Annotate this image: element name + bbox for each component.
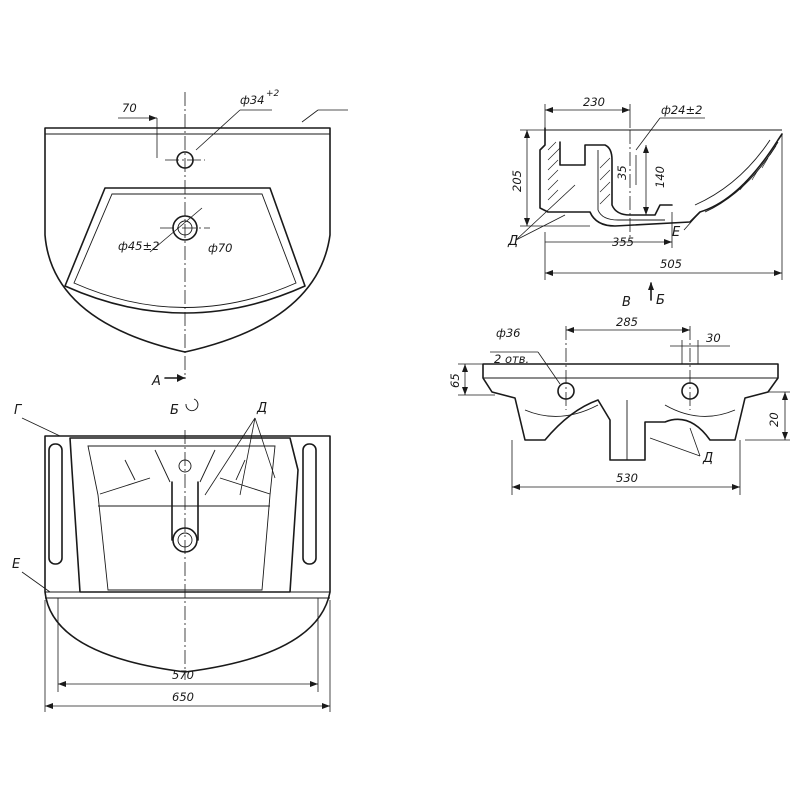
label-d-section: Д: [507, 234, 518, 249]
dim-530-label: 530: [616, 471, 638, 485]
dim-drain-leader: [149, 207, 203, 253]
front-view-bowl-outer: [64, 187, 306, 314]
section-outer-profile: [539, 127, 783, 227]
top-view-bowl-inner: [87, 445, 276, 591]
dim-570-label: 570: [172, 668, 194, 682]
label-d-rear-leader-2: [689, 427, 701, 457]
rear-view: В Б ф36 2 отв. 285 30 65: [448, 282, 790, 495]
section-bowl-curve: [694, 139, 779, 213]
view-v-marker: В: [622, 295, 631, 310]
label-d-section-leader-2: [515, 214, 566, 241]
view-a-arrowhead: [177, 374, 185, 382]
left-slot: [48, 443, 63, 565]
section-hatching: [547, 141, 777, 205]
section-view: 230 ф24±2 205 35 140 355 505 Д Е: [507, 95, 783, 280]
dim-650-label: 650: [172, 690, 194, 704]
rear-view-inner-curve: [524, 404, 736, 417]
dim-20-label: 20: [767, 412, 781, 427]
dim-tap-hole-label: ф34: [240, 93, 264, 107]
view-b-arrow-label: Б: [656, 293, 665, 308]
dim-70-label: 70: [122, 101, 137, 115]
dim-205-label: 205: [510, 170, 524, 192]
top-view-bowl-outer: [69, 437, 299, 593]
dim-holes-count-label: 2 отв.: [494, 352, 529, 366]
dim-tap-hole-tolerance: +2: [266, 89, 280, 99]
top-view: Б Г Д Е 570: [12, 398, 331, 712]
right-slot: [302, 443, 317, 565]
label-d-section-leader-1: [515, 184, 576, 241]
dim-355-label: 355: [612, 235, 634, 249]
dim-230-label: 230: [583, 95, 605, 109]
dim-355-arrow: [664, 239, 672, 245]
label-e-section: Е: [672, 225, 681, 240]
front-view: 70 ф34 +2 ф45±2 ф70 А: [44, 89, 348, 389]
top-view-bowl-slopes: [99, 477, 271, 495]
dim-70-arrow: [149, 115, 157, 121]
label-e-leader: [21, 571, 51, 593]
dim-drain-inner-label: ф45±2: [118, 239, 159, 253]
label-d-rear: Д: [702, 451, 713, 466]
dim-35-label: 35: [615, 165, 629, 180]
dim-30-label: 30: [706, 331, 721, 345]
label-e-section-leader: [683, 211, 701, 231]
dim-drain-hole-label: ф24±2: [661, 103, 702, 117]
view-a-marker: А: [151, 374, 161, 389]
dim-505-label: 505: [660, 257, 682, 271]
dim-140-label: 140: [653, 166, 667, 188]
dim-140-arrows: [643, 145, 649, 215]
dim-285-label: 285: [616, 315, 638, 329]
label-d-rear-leader-1: [649, 437, 701, 457]
label-g: Г: [14, 403, 23, 418]
label-g-leader: [21, 417, 61, 437]
view-b-marker: Б: [170, 403, 179, 418]
dim-mount-holes-label: ф36: [496, 326, 520, 340]
label-d-leader-1: [204, 417, 256, 496]
rear-view-outline: [482, 363, 779, 461]
dim-drain-outer-label: ф70: [208, 241, 232, 255]
view-b-rotation-icon: [185, 398, 199, 412]
dim-tap-hole-leader: [195, 109, 241, 151]
drain-column: [171, 481, 199, 541]
label-d-leader-2: [239, 417, 256, 496]
view-b-arrowhead: [648, 282, 654, 290]
dim-mount-holes-leader: [537, 351, 561, 385]
rim-leader: [301, 109, 319, 123]
section-bowl-profile: [559, 141, 673, 216]
label-e-top: Е: [12, 557, 21, 572]
dim-drain-hole-leader: [635, 117, 661, 151]
label-d-top: Д: [256, 401, 267, 416]
top-view-drain-guides: [154, 449, 216, 483]
label-d-leader-3: [254, 417, 276, 479]
dim-65-arrows: [462, 364, 468, 395]
front-view-bowl-inner: [73, 193, 297, 308]
dim-65-label: 65: [448, 373, 462, 388]
top-view-ribs: [124, 459, 246, 481]
section-inner-wall: [597, 150, 665, 221]
